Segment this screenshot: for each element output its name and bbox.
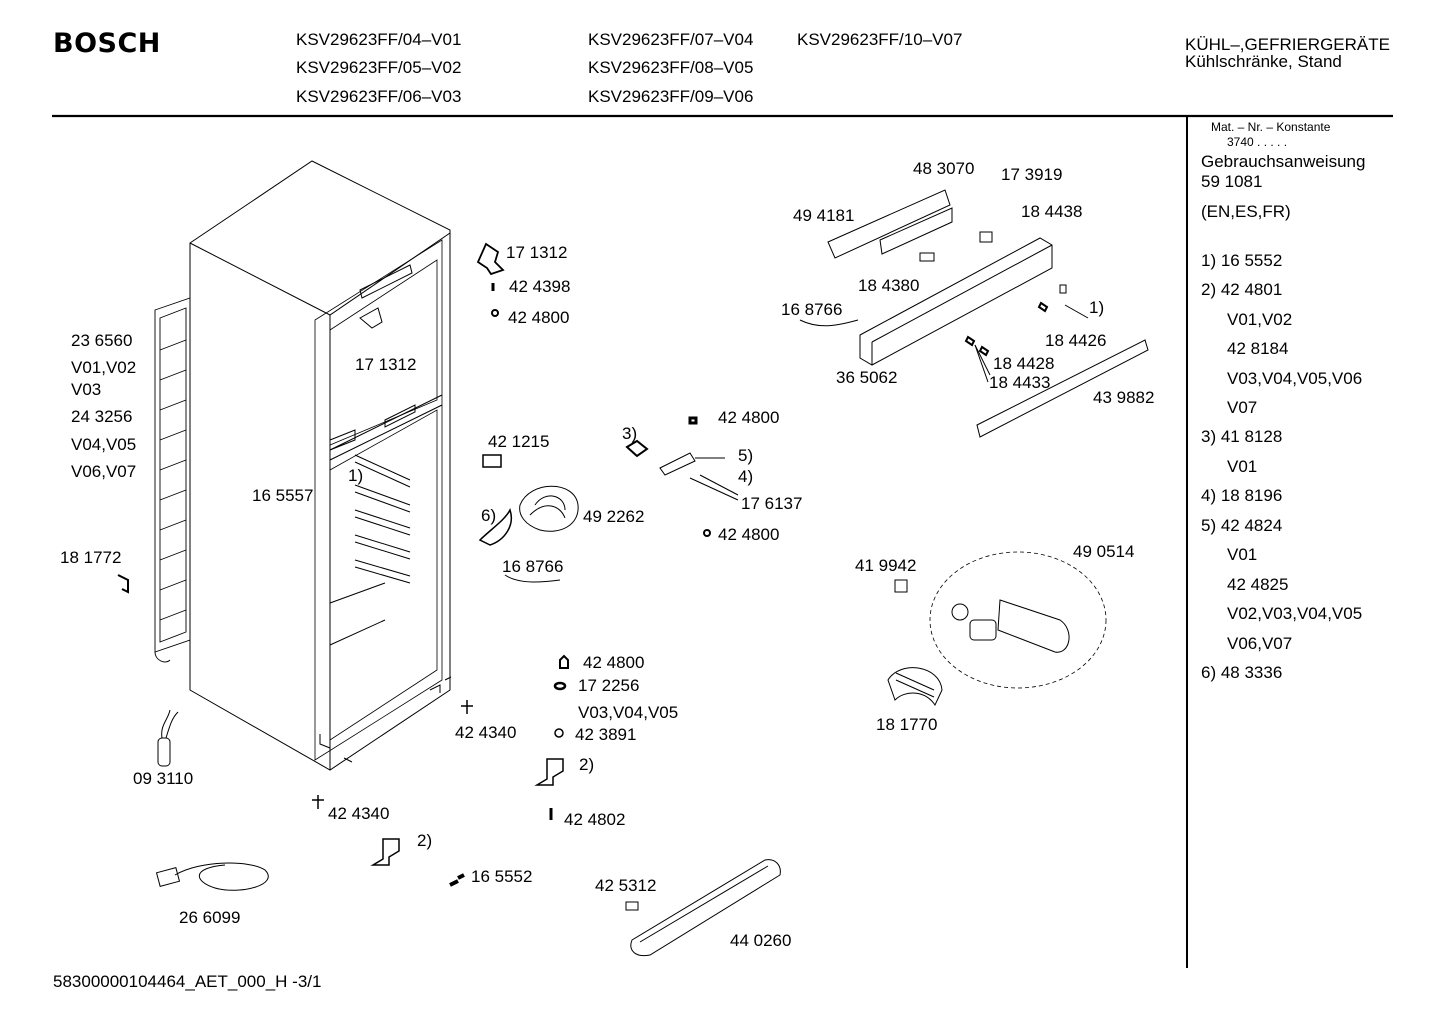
footnote-item: 42 8184 [1227, 339, 1289, 358]
document-id: 58300000104464_AET_000_H -3/1 [53, 972, 322, 991]
footnote-item: 2) 42 4801 [1201, 280, 1283, 299]
part-label: 1) [348, 466, 364, 485]
part-label: 49 4181 [793, 206, 855, 225]
part-label: V01,V02 [71, 358, 137, 377]
part-label: 18 4426 [1045, 331, 1107, 350]
manual-languages: (EN,ES,FR) [1201, 202, 1291, 221]
model-number: KSV29623FF/09–V06 [588, 87, 754, 106]
part-label: 18 4380 [858, 276, 920, 295]
fan-parts-drawing [478, 416, 739, 583]
footnote-item: V03,V04,V05,V06 [1227, 369, 1363, 388]
part-label: 44 0260 [730, 931, 792, 950]
material-number-label: Mat. – Nr. – Konstante [1211, 120, 1331, 134]
part-label: 16 5552 [471, 867, 533, 886]
part-label: 41 9942 [855, 556, 917, 575]
part-label: 42 4398 [509, 277, 571, 296]
part-label: 17 1312 [506, 243, 568, 262]
part-label: 18 4433 [989, 373, 1051, 392]
part-label: 3) [622, 424, 638, 443]
footnote-item: 5) 42 4824 [1201, 516, 1283, 535]
footnote-item: 1) 16 5552 [1201, 251, 1283, 270]
part-label: 43 9882 [1093, 388, 1155, 407]
footnote-item: V01,V02 [1227, 310, 1293, 329]
model-number: KSV29623FF/04–V01 [296, 30, 462, 49]
part-label: 17 1312 [355, 355, 417, 374]
fan-kit-drawing [887, 551, 1107, 707]
part-label: 26 6099 [179, 908, 241, 927]
power-cord-drawing [155, 862, 269, 891]
part-label: 42 4800 [718, 525, 780, 544]
part-label: 18 4428 [993, 354, 1055, 373]
part-label: 42 4340 [328, 804, 390, 823]
part-label: 2) [579, 755, 595, 774]
part-label: 17 2256 [578, 676, 640, 695]
model-number: KSV29623FF/10–V07 [797, 30, 963, 49]
fridge-cabinet-drawing [189, 160, 452, 771]
part-label: 42 3891 [575, 725, 637, 744]
category-subtitle: Kühlschränke, Stand [1185, 52, 1342, 71]
model-number: KSV29623FF/05–V02 [296, 58, 462, 77]
footnote-item: V01 [1227, 457, 1258, 476]
part-label: 5) [738, 446, 754, 465]
part-label: 18 4438 [1021, 202, 1083, 221]
kick-plate-drawing [625, 859, 781, 957]
model-number: KSV29623FF/07–V04 [588, 30, 754, 49]
footnote-item: V01 [1227, 545, 1258, 564]
relay-drawing [157, 709, 179, 767]
part-label: 42 5312 [595, 876, 657, 895]
part-label: 16 8766 [781, 300, 843, 319]
part-label: 17 6137 [741, 494, 803, 513]
part-label: V03 [71, 380, 102, 399]
part-label: 42 4800 [583, 653, 645, 672]
part-label: 24 3256 [71, 407, 133, 426]
part-label: 23 6560 [71, 331, 133, 350]
hinge-parts-drawing [312, 654, 569, 887]
part-label: 42 4340 [455, 723, 517, 742]
footnote-item: V06,V07 [1227, 634, 1293, 653]
footnote-item: 6) 48 3336 [1201, 663, 1283, 682]
part-label: V06,V07 [71, 462, 137, 481]
part-label: 4) [738, 467, 754, 486]
footnote-item: 42 4825 [1227, 575, 1289, 594]
model-number: KSV29623FF/08–V05 [588, 58, 754, 77]
part-label: V04,V05 [71, 435, 137, 454]
part-label: 49 2262 [583, 507, 645, 526]
manual-title: Gebrauchsanweisung [1201, 152, 1366, 171]
part-label: 18 1770 [876, 715, 938, 734]
part-label: 42 1215 [488, 432, 550, 451]
part-label: 16 8766 [502, 557, 564, 576]
category-title: KÜHL–,GEFRIERGERÄTE [1185, 35, 1390, 54]
part-label: 16 5557 [252, 486, 314, 505]
part-label: 42 4800 [508, 308, 570, 327]
part-label: 17 3919 [1001, 165, 1063, 184]
control-panel-drawing [799, 189, 1149, 438]
part-label: 2) [417, 831, 433, 850]
part-label: 36 5062 [836, 368, 898, 387]
footnote-item: 4) 18 8196 [1201, 486, 1283, 505]
brand-logo: BOSCH [53, 28, 161, 59]
part-label: 6) [481, 506, 497, 525]
footnote-item: V07 [1227, 398, 1258, 417]
model-number: KSV29623FF/06–V03 [296, 87, 462, 106]
footnote-item: 3) 41 8128 [1201, 427, 1283, 446]
footnote-item: V02,V03,V04,V05 [1227, 604, 1363, 623]
part-label: 48 3070 [913, 159, 975, 178]
manual-number: 59 1081 [1201, 172, 1263, 191]
part-label: 42 4800 [718, 408, 780, 427]
material-number-value: 3740 . . . . . [1227, 135, 1288, 149]
part-label: 09 3110 [133, 769, 194, 788]
part-label: 49 0514 [1073, 542, 1135, 561]
condenser-drawing [154, 297, 191, 663]
part-label: 1) [1089, 298, 1105, 317]
part-label: 18 1772 [60, 548, 122, 567]
part-label: 42 4802 [564, 810, 626, 829]
part-label: V03,V04,V05 [578, 703, 679, 722]
